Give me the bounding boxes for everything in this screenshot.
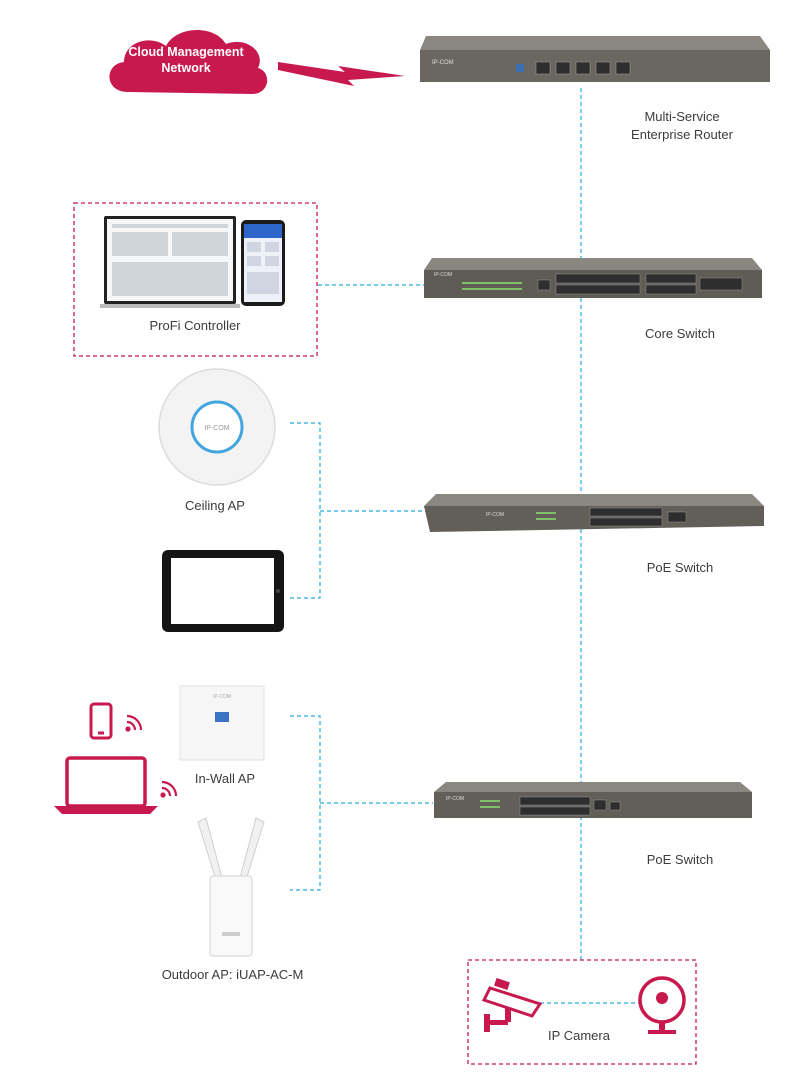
cloud-label-line2: Network [161,61,211,75]
phone-icon [241,220,285,306]
laptop-icon [54,756,158,814]
svg-text:IP-COM: IP-COM [204,425,229,432]
wifi-icon [125,714,143,732]
tablet-icon [162,550,284,632]
core-switch-label: Core Switch [644,326,716,341]
controller-box [73,202,318,357]
inwall-ap-label: In-Wall AP [194,771,256,786]
core-switch-icon: IP-COM [424,258,762,298]
dome-camera-icon [638,976,686,1034]
camera-box [467,959,697,1065]
cloud-label-line1: Cloud Management [128,45,244,59]
router-label-line2: Enterprise Router [631,127,733,142]
poe-switch-1-label: PoE Switch [646,560,714,575]
outdoor-ap-label: Outdoor AP: iUAP-AC-M [161,967,304,982]
poe-switch-2-label: PoE Switch [646,852,714,867]
router-label: Multi-Service Enterprise Router [612,108,752,144]
ap-bracket-link [290,422,321,599]
poe-switch-1-icon: IP-COM [424,494,764,532]
svg-text:IP-COM: IP-COM [434,272,452,278]
cloud-icon [109,29,268,94]
cctv-camera-icon [481,978,543,1032]
phone-icon [89,702,113,740]
svg-text:IP-COM: IP-COM [486,512,504,518]
ip-camera-label: IP Camera [548,1028,610,1043]
outdoor-ap-icon [197,817,265,957]
router-label-line1: Multi-Service [644,109,720,124]
wall-ap-bracket-link [290,715,321,891]
svg-text:IP-COM: IP-COM [432,60,454,66]
link-lines [290,88,640,1004]
wall-ap-icon: IP-COM [179,685,265,761]
lightning-link-icon [278,62,405,86]
poe-switch-2-icon: IP-COM [434,782,752,818]
ceiling-ap-label: Ceiling AP [185,498,245,513]
monitor-icon [100,216,240,308]
cloud-label: Cloud Management Network [116,44,256,76]
svg-text:IP-COM: IP-COM [446,796,464,802]
wifi-icon [160,780,178,798]
ceiling-ap-icon: IP-COM [158,368,276,486]
controller-label: ProFi Controller [149,318,241,333]
svg-text:IP-COM: IP-COM [213,694,231,700]
router-icon: IP-COM [420,36,770,82]
